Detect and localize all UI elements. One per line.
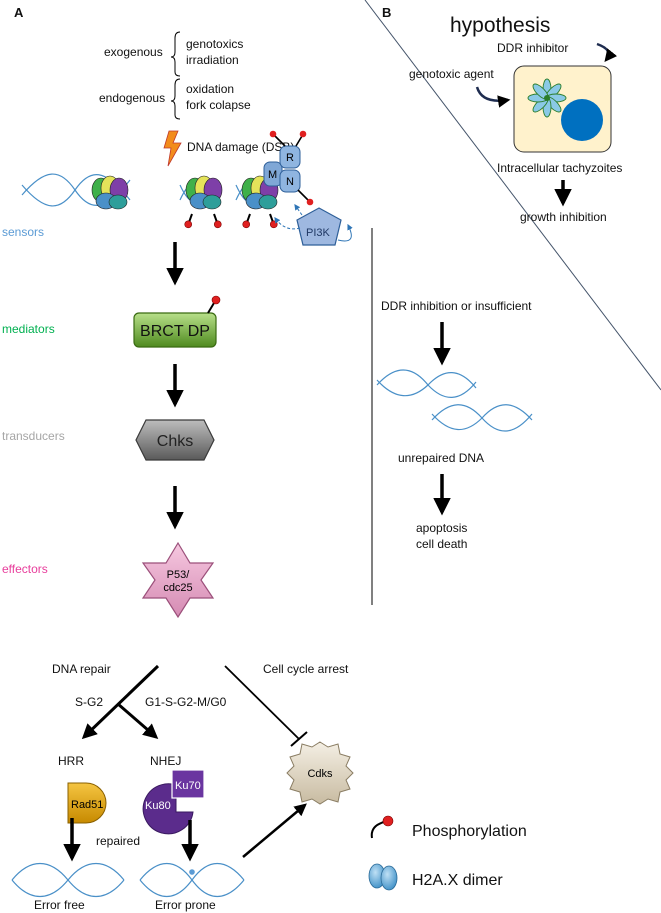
chks-hexagon [135, 419, 215, 461]
ku70-shape [171, 769, 205, 799]
mrn-m: M [268, 169, 277, 181]
cdks-badge [286, 741, 354, 805]
nhej-label: NHEJ [150, 754, 181, 768]
exogenous-brace [170, 31, 181, 77]
lightning-icon [163, 130, 182, 167]
h2ax-label: H2A.X dimer [412, 872, 503, 889]
rad51-label: Rad51 [71, 799, 103, 811]
apoptosis-label: apoptosis [416, 521, 467, 535]
endogenous-label: endogenous [99, 91, 165, 105]
rad51-shape [67, 782, 107, 824]
error-prone-label: Error prone [155, 898, 216, 912]
p53-label: P53/ [167, 569, 191, 581]
cell-death-label: cell death [416, 537, 467, 551]
p53-star [141, 541, 215, 619]
pi3k-pentagon [296, 207, 342, 246]
g1-label: G1-S-G2-M/G0 [145, 695, 227, 709]
mediators-label: mediators [2, 322, 55, 336]
dna-damage-label: DNA damage (DSB) [187, 140, 294, 154]
tachyzoites-label: Intracellular tachyzoites [497, 161, 622, 175]
pi3k-label: PI3K [306, 227, 331, 239]
mrn-r: R [286, 152, 294, 164]
dna-error-free [11, 863, 125, 897]
hrr-label: HRR [58, 754, 84, 768]
oxidation-label: oxidation [186, 82, 234, 96]
dna-repair-label: DNA repair [52, 662, 111, 676]
repaired-label: repaired [96, 834, 140, 848]
irradiation-label: irradiation [186, 53, 239, 67]
ku70-label: Ku70 [175, 780, 201, 792]
panel-label-b: B [382, 5, 391, 20]
hypothesis-title: hypothesis [450, 14, 550, 37]
panel-label-a: A [14, 5, 24, 20]
ku80-label: Ku80 [145, 800, 171, 812]
panel-divider-diagonal [364, 0, 661, 391]
host-nucleus [561, 99, 603, 141]
phosphorylation-icon [382, 815, 394, 827]
tachyzoite-rosette-icon [527, 78, 567, 118]
genotoxics-label: genotoxics [186, 37, 243, 51]
chromatin-intact [21, 173, 131, 210]
cell-cycle-arrest-label: Cell cycle arrest [263, 662, 349, 676]
sensors-label: sensors [2, 225, 44, 239]
s-g2-label: S-G2 [75, 695, 103, 709]
mrn-n: N [286, 176, 294, 188]
ddr-insufficient-label: DDR inhibition or insufficient [381, 299, 532, 313]
unrepaired-dna-fragments [376, 369, 533, 432]
brct-dp-label: BRCT DP [140, 323, 210, 340]
cdc25-label: cdc25 [163, 582, 192, 594]
exogenous-label: exogenous [104, 45, 163, 59]
cdks-label: Cdks [307, 768, 333, 780]
endogenous-brace [170, 78, 181, 120]
phosphorylation-label: Phosphorylation [412, 823, 527, 840]
chks-label: Chks [157, 433, 193, 450]
dna-error-prone [139, 863, 245, 897]
genotoxic-agent-label: genotoxic agent [409, 67, 494, 81]
ddr-inhibitor-label: DDR inhibitor [497, 41, 568, 55]
growth-inhibition-label: growth inhibition [520, 210, 607, 224]
legend-phosphorylation: Phosphorylation [370, 815, 527, 840]
legend-h2ax: H2A.X dimer [368, 863, 503, 891]
mrn-complex: M R N [263, 130, 314, 206]
chromatin-break [179, 175, 224, 230]
chromatin-mrn [235, 175, 280, 230]
brct-dp-box [133, 312, 217, 348]
error-free-label: Error free [34, 898, 85, 912]
unrepaired-dna-label: unrepaired DNA [398, 451, 484, 465]
fork-colapse-label: fork colapse [186, 98, 251, 112]
effectors-label: effectors [2, 562, 48, 576]
transducers-label: transducers [2, 429, 65, 443]
